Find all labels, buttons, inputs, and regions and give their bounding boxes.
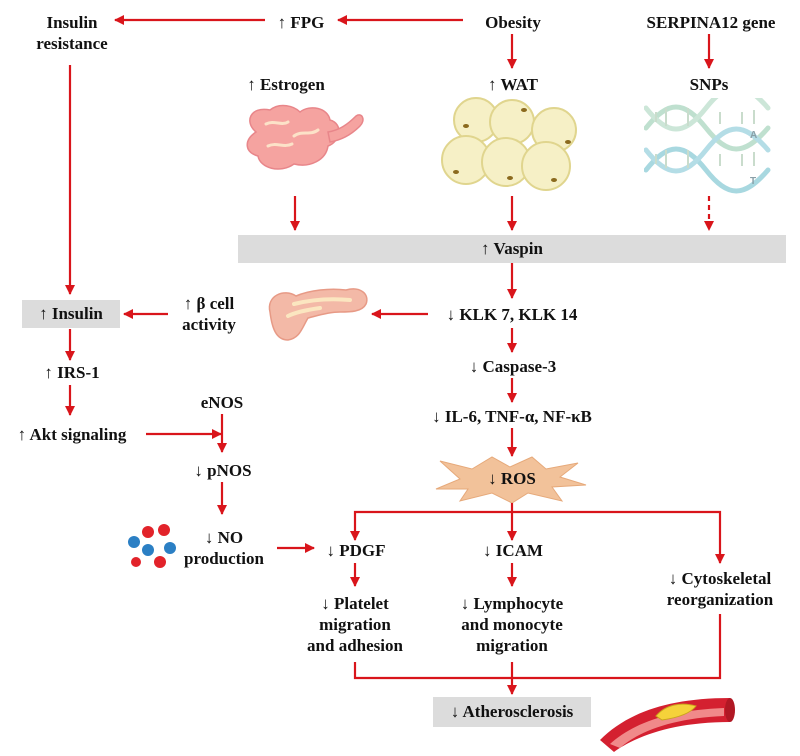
vaspin-box: ↑ Vaspin — [238, 235, 786, 263]
pdgf-label: ↓ PDGF — [326, 541, 386, 560]
snps-label: SNPs — [689, 75, 729, 94]
beta-cell-activity-label: ↑ β cell activity — [182, 294, 236, 334]
uterus-icon — [246, 104, 364, 170]
connector-platelet-to-atherosclerosis — [353, 662, 512, 680]
caspase3-label: ↓ Caspase-3 — [469, 357, 557, 376]
lymphocyte-migration-label: ↓ Lymphocyte and monocyte migration — [460, 594, 564, 655]
arrow-ros-to-pdgf — [350, 498, 514, 541]
enos-label: eNOS — [200, 393, 244, 412]
ros-label: ↓ ROS — [488, 469, 536, 488]
irs1-label: ↑ IRS-1 — [44, 363, 100, 382]
pancreas-icon — [268, 288, 368, 341]
wat-label: ↑ WAT — [488, 75, 538, 94]
platelet-migration-label: ↓ Platelet migration and adhesion — [307, 594, 403, 655]
connector-cytoskeletal-to-atherosclerosis — [512, 614, 722, 680]
no-production-label: ↓ NO production — [184, 528, 264, 568]
pnos-label: ↓ pNOS — [194, 461, 252, 480]
fpg-label: ↑ FPG — [277, 13, 325, 32]
il6-tnf-nfkb-label: ↓ IL-6, TNF-α, NF-κB — [432, 407, 592, 426]
no-molecules-icon — [128, 524, 176, 568]
atherosclerosis-box: ↓ Atherosclerosis — [433, 697, 591, 727]
estrogen-label: ↑ Estrogen — [247, 75, 325, 94]
arrow-ros-to-cytoskeletal — [512, 510, 725, 564]
icam-label: ↓ ICAM — [483, 541, 543, 560]
dna-icon: A T — [644, 98, 771, 194]
akt-signaling-label: ↑ Akt signaling — [17, 425, 127, 444]
dna-letter-a: A — [750, 130, 757, 141]
adipocytes-icon — [441, 97, 577, 191]
insulin-resistance-label: Insulin resistance — [36, 13, 108, 53]
artery-plaque-icon — [600, 698, 735, 752]
cytoskeletal-reorganization-label: ↓ Cytoskeletal reorganization — [666, 569, 774, 609]
obesity-label: Obesity — [485, 13, 541, 32]
serpina12-gene-label: SERPINA12 gene — [646, 13, 776, 32]
insulin-box: ↑ Insulin — [22, 300, 120, 328]
klk-label: ↓ KLK 7, KLK 14 — [446, 305, 578, 324]
dna-letter-t: T — [750, 176, 756, 187]
ros-starburst-shape — [435, 456, 587, 503]
